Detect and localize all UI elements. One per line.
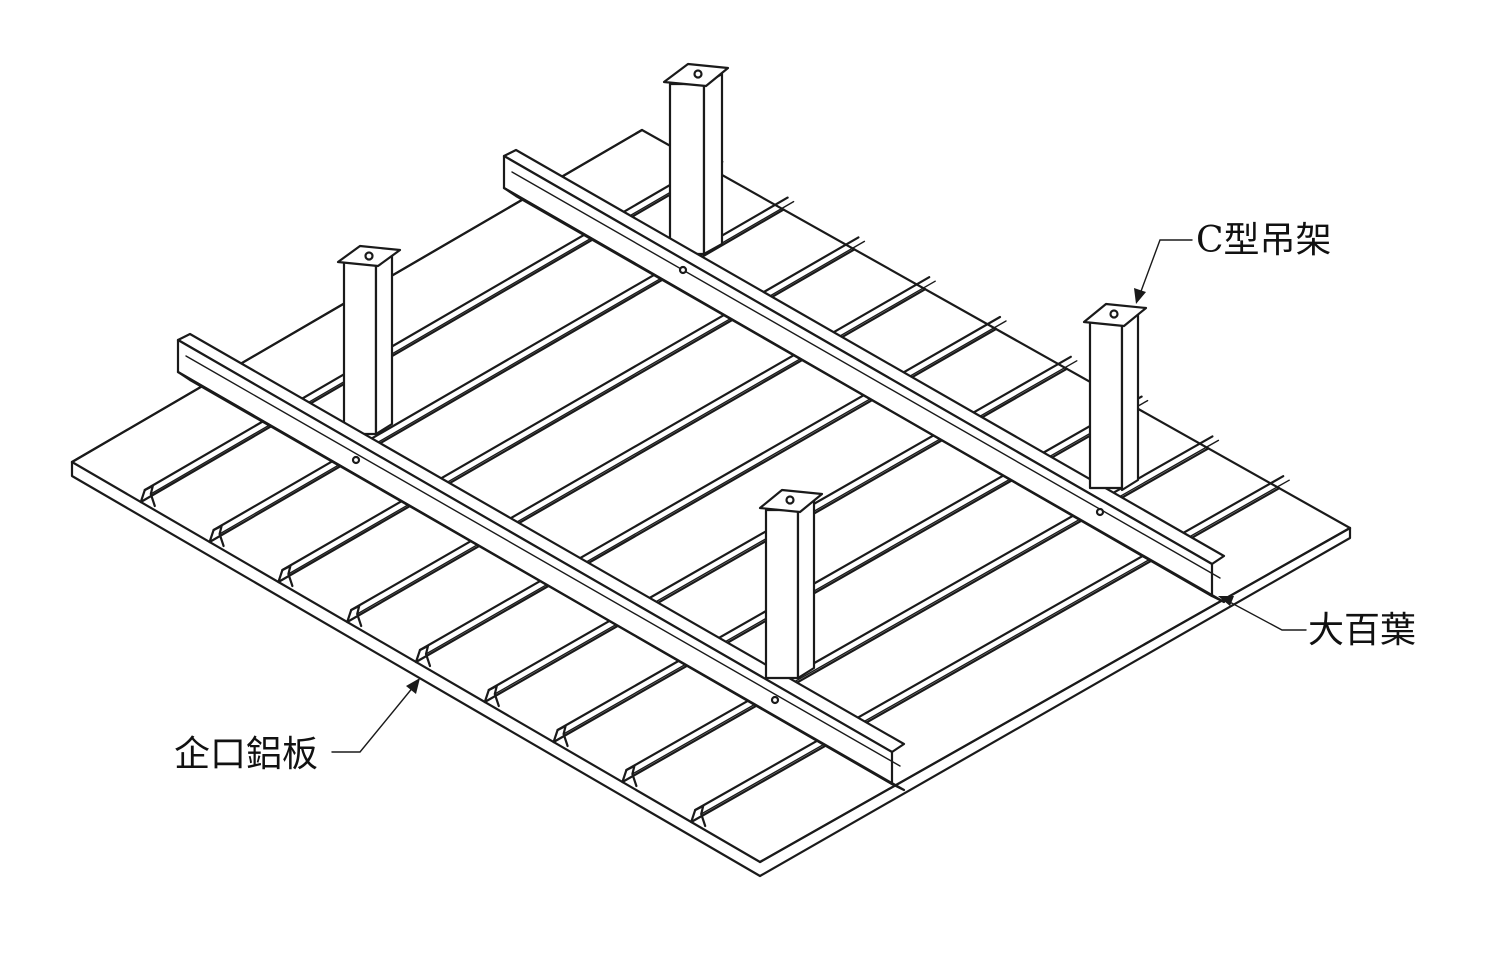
hanger-web-right bbox=[1088, 320, 1124, 490]
runner-right-hole-1 bbox=[678, 265, 688, 275]
callout-panel-leader bbox=[331, 685, 415, 753]
panel-rib-profile bbox=[208, 524, 225, 548]
hanger-hole-bottom bbox=[785, 495, 795, 505]
callout-main-runner-leader bbox=[1225, 599, 1307, 631]
runner-right-hole-2 bbox=[1095, 507, 1105, 517]
panel-rib-profile bbox=[277, 564, 294, 588]
callout-c-hanger-leader bbox=[1139, 239, 1193, 295]
hanger-side-top bbox=[702, 72, 724, 256]
c-hanger-top bbox=[662, 62, 730, 256]
callout-c-hanger-arrowhead bbox=[1134, 288, 1146, 304]
main-runner-right bbox=[502, 148, 1226, 604]
panel-rib-top bbox=[625, 435, 1214, 772]
c-hanger-bottom bbox=[758, 488, 824, 680]
panel-rib-profile bbox=[414, 644, 432, 668]
hanger-side-right bbox=[1120, 310, 1140, 492]
panel-rib-profile bbox=[621, 764, 638, 788]
hanger-hole-right bbox=[1109, 309, 1119, 319]
hanger-hole-top bbox=[693, 69, 703, 79]
panel-rib-profile bbox=[552, 724, 569, 748]
hanger-side-left bbox=[374, 250, 394, 436]
hanger-web-bottom bbox=[764, 508, 800, 680]
panel-rib-profile bbox=[139, 484, 156, 508]
callout-main-runner: 大百葉 bbox=[1218, 596, 1416, 651]
label-c-hanger: C型吊架 bbox=[1196, 220, 1332, 261]
label-tongue-groove-panel: 企口鋁板 bbox=[174, 734, 318, 775]
panel-rib-profile bbox=[346, 604, 363, 628]
runner-left-bottom-flange bbox=[176, 370, 906, 792]
c-hanger-left bbox=[336, 244, 402, 436]
runner-right-bottom-flange bbox=[502, 186, 1226, 604]
callout-panel-arrowhead bbox=[406, 678, 420, 694]
label-main-runner: 大百葉 bbox=[1308, 610, 1416, 651]
panel-rib-profile bbox=[690, 804, 707, 828]
callout-main-runner-arrowhead bbox=[1218, 596, 1234, 606]
panel-front-edge bbox=[70, 460, 1352, 878]
runner-left-hole-2 bbox=[770, 695, 780, 705]
runner-left-groove bbox=[185, 355, 901, 767]
c-hanger-right bbox=[1082, 302, 1148, 492]
main-runner-left bbox=[176, 332, 906, 792]
panel-rib-profile bbox=[483, 684, 500, 708]
hanger-web-top bbox=[668, 82, 706, 256]
hanger-hole-left bbox=[364, 251, 374, 261]
panel-rib-seam bbox=[758, 526, 1352, 864]
hanger-side-bottom bbox=[796, 498, 816, 680]
panel-rib-top bbox=[694, 475, 1285, 812]
callout-panel: 企口鋁板 bbox=[174, 678, 420, 775]
hanger-web-left bbox=[342, 260, 378, 436]
callout-c-hanger: C型吊架 bbox=[1134, 220, 1332, 304]
panel-rib-shadow bbox=[700, 479, 1290, 815]
runner-left-hole-1 bbox=[351, 455, 361, 465]
